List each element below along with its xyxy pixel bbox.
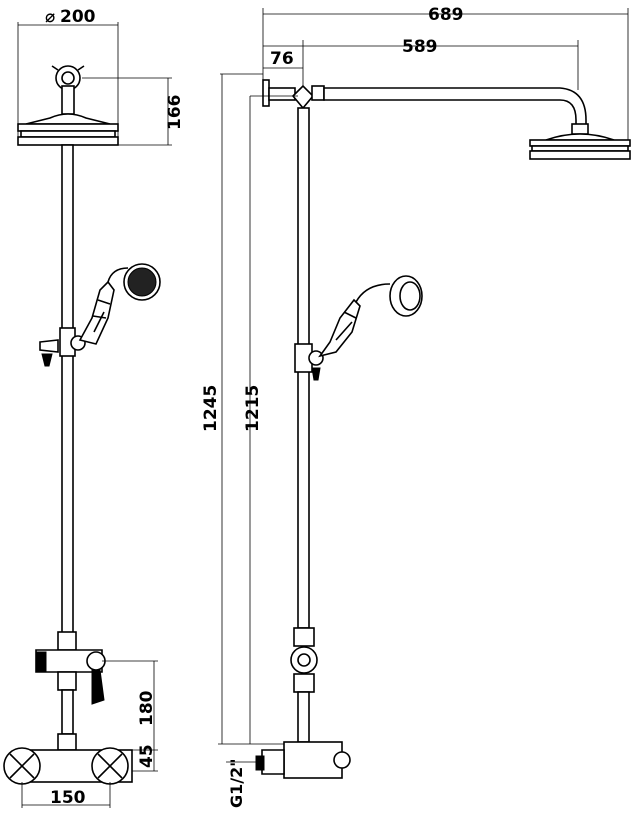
- side-valve: [255, 627, 351, 779]
- dim-overall-projection: 689: [428, 5, 464, 25]
- dim-riser-height: 1215: [243, 385, 263, 432]
- side-shower-head: [529, 133, 631, 160]
- dim-valve-to-riser: 180: [137, 690, 157, 726]
- dim-head-diameter-symbol: ⌀: [45, 7, 55, 27]
- side-view: 689 589 76: [201, 5, 631, 808]
- dim-arm-length: 589: [402, 37, 438, 57]
- front-valve: [3, 631, 133, 785]
- front-handshower: [39, 263, 161, 367]
- dim-overall-height: 1245: [201, 385, 221, 432]
- dim-head-diameter: 200: [60, 7, 96, 27]
- dim-wall-offset: 76: [270, 49, 294, 69]
- side-handshower: [294, 275, 423, 381]
- front-view: ⌀ 200 166: [3, 7, 185, 808]
- dim-valve-height: 45: [137, 744, 157, 768]
- dim-centres: 150: [50, 788, 86, 808]
- dim-inlet-thread: G1/2": [227, 758, 246, 808]
- front-shower-head: [17, 65, 119, 146]
- dim-head-height: 166: [165, 95, 185, 131]
- front-riser-pipe: [61, 144, 74, 636]
